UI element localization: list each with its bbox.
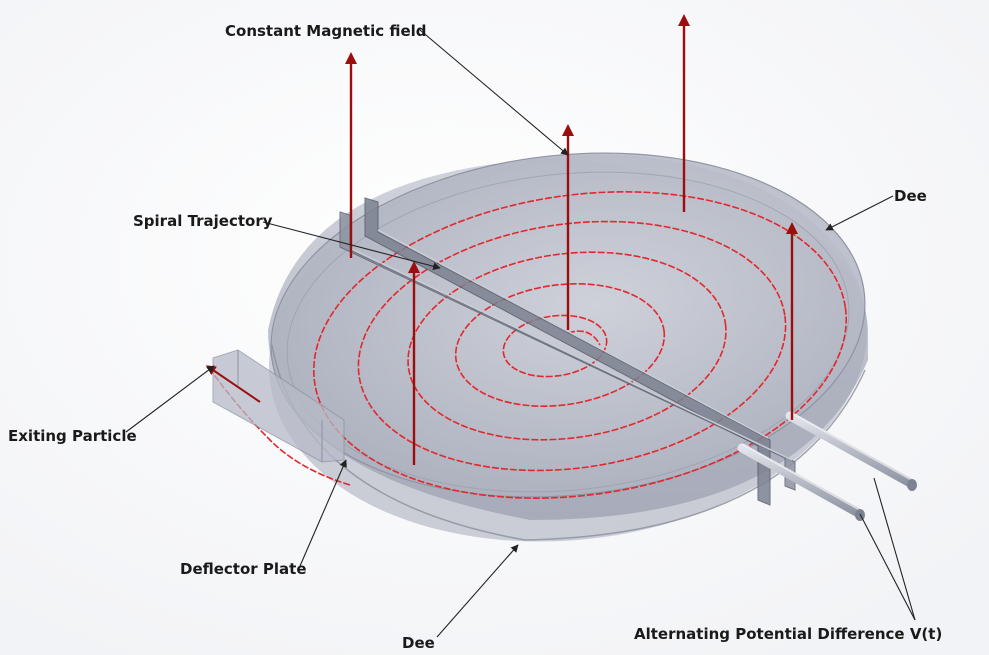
leader-lines — [125, 29, 916, 638]
magnetic-field-label: Constant Magnetic field — [225, 22, 427, 40]
dee-top-label: Dee — [894, 187, 927, 205]
exiting-particle-label: Exiting Particle — [8, 427, 137, 445]
deflector-plate-label: Deflector Plate — [180, 560, 307, 578]
spiral-trajectory-label: Spiral Trajectory — [133, 212, 273, 230]
dee-bottom-label: Dee — [402, 634, 435, 652]
alternating-potential-label: Alternating Potential Difference V(t) — [634, 625, 943, 643]
exiting-particle-arrow — [205, 365, 261, 403]
gap-electrodes — [339, 197, 796, 506]
electrode-rods — [737, 411, 917, 521]
magnetic-field-arrows — [345, 14, 798, 465]
